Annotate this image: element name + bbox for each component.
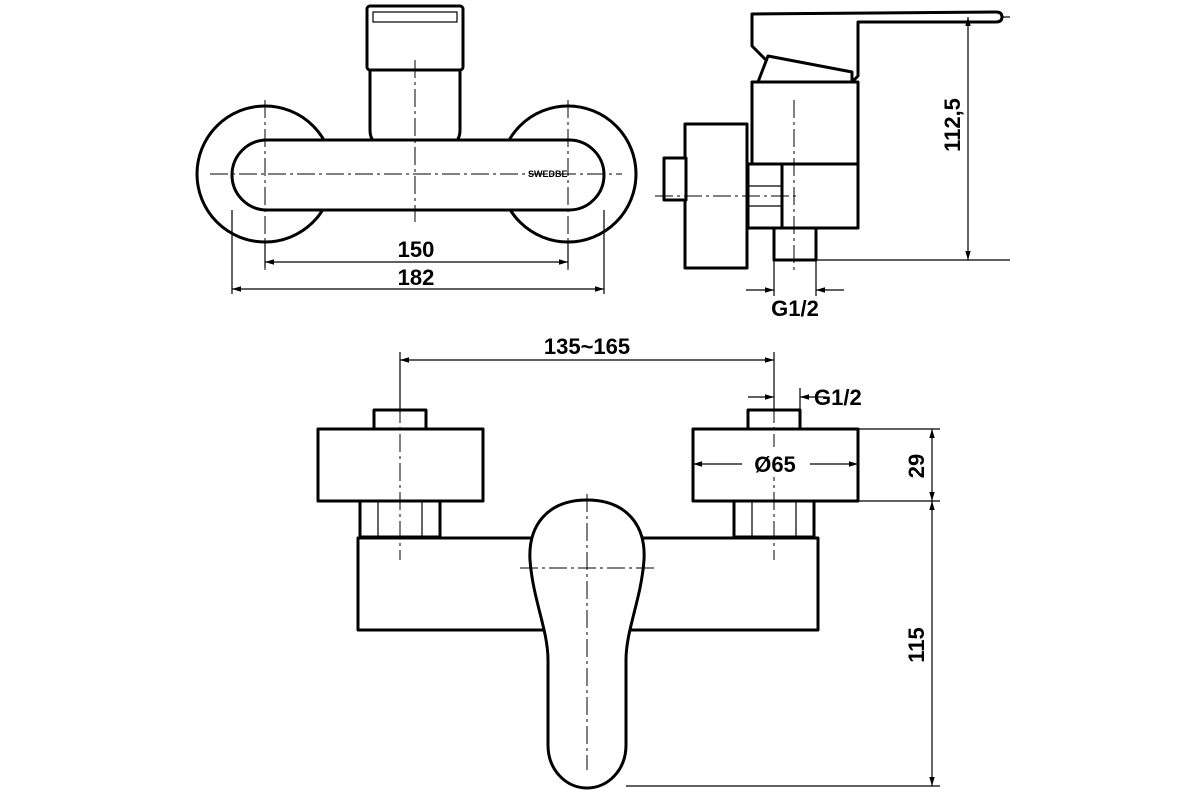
side-inlet-nipple	[662, 156, 688, 202]
dim-label-front-thread: G1/2	[814, 385, 862, 410]
mixer-body	[230, 138, 606, 212]
side-outlet-thread	[772, 226, 818, 262]
dim-label-182: 182	[398, 265, 435, 290]
top-view: SWEDBE 150 182	[195, 4, 638, 294]
dim-label-diameter: Ø65	[754, 452, 796, 477]
brand-mark: SWEDBE	[528, 169, 568, 179]
diameter-label-bg	[742, 447, 810, 477]
dim-label-112-5: 112,5	[940, 98, 965, 152]
dim-label-150: 150	[398, 237, 435, 262]
handle-top-inner	[372, 11, 458, 23]
dim-label-29: 29	[904, 454, 929, 478]
dim-label-side-thread: G1/2	[771, 296, 819, 321]
side-body	[750, 80, 860, 166]
dim-label-spacing: 135~165	[544, 334, 630, 359]
side-view: 112,5 G1/2	[655, 10, 1010, 321]
dim-label-115: 115	[904, 627, 929, 663]
front-view: 135~165 G1/2 Ø65 29 115	[316, 334, 940, 790]
